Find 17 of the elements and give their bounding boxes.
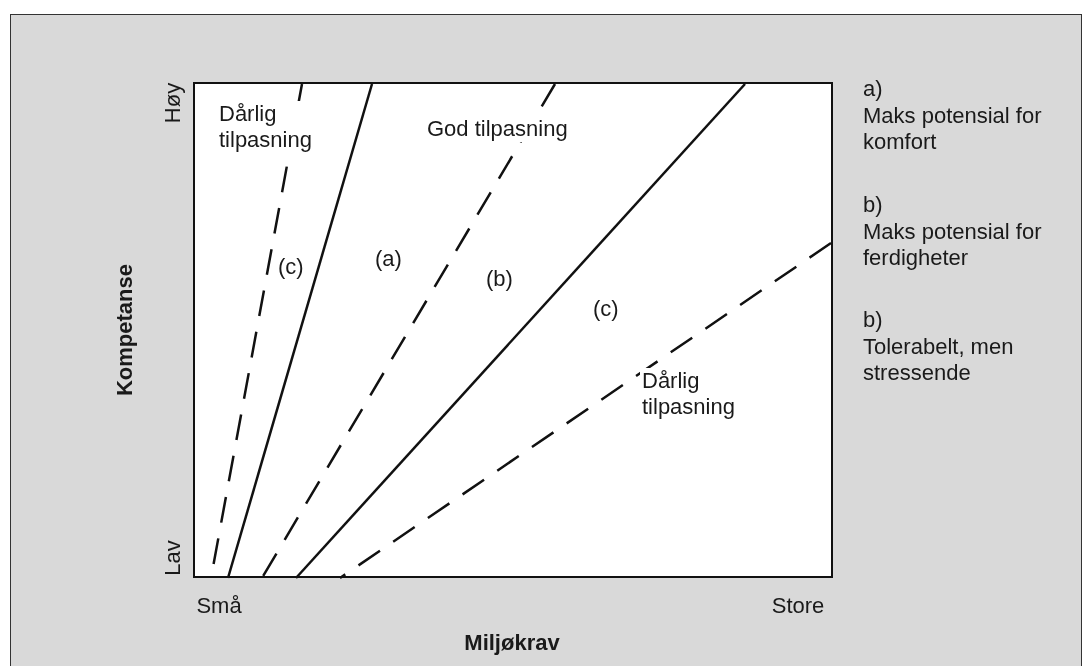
- axis-title: Miljøkrav: [464, 630, 560, 657]
- legend-text: Tolerabelt, men stressende: [863, 334, 1015, 387]
- legend-key: a): [863, 76, 883, 103]
- legend-key: b): [863, 192, 883, 219]
- line-label: (c): [278, 254, 304, 281]
- axis-title: Kompetanse: [111, 264, 138, 396]
- line-label: (c): [593, 296, 619, 323]
- legend-key: b): [863, 307, 883, 334]
- axis-tick-label: Lav: [159, 540, 186, 576]
- region-label: God tilpasning: [425, 116, 570, 143]
- axis-tick-label: Høy: [159, 82, 186, 124]
- legend-text: Maks potensial for komfort: [863, 103, 1043, 156]
- line-label: (a): [375, 246, 402, 273]
- line-label: (b): [486, 266, 513, 293]
- legend-text: Maks potensial for ferdigheter: [863, 219, 1043, 272]
- axis-tick-label: Små: [196, 593, 242, 620]
- axis-tick-label: Store: [771, 593, 825, 620]
